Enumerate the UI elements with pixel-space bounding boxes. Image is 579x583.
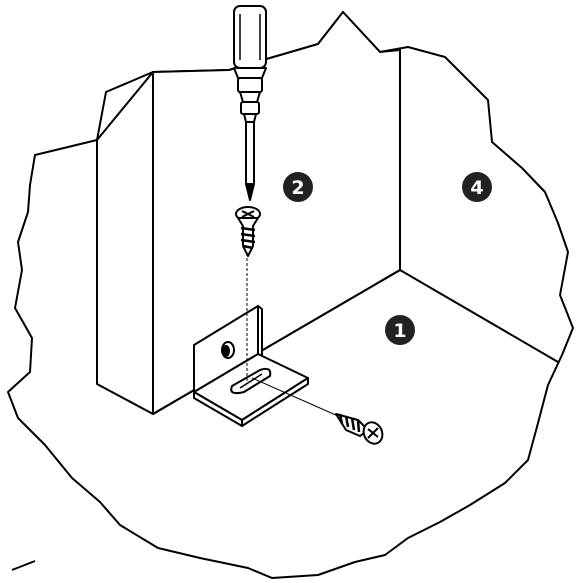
- badge-panel-4: 4: [462, 172, 492, 202]
- screw-icon: [336, 414, 386, 447]
- badge-label-4: 4: [470, 177, 483, 199]
- badge-panel-2: 2: [283, 172, 313, 202]
- badge-label-1: 1: [393, 320, 406, 342]
- badge-label-2: 2: [291, 177, 304, 199]
- panel-4: [400, 50, 558, 362]
- badge-panel-1: 1: [385, 315, 415, 345]
